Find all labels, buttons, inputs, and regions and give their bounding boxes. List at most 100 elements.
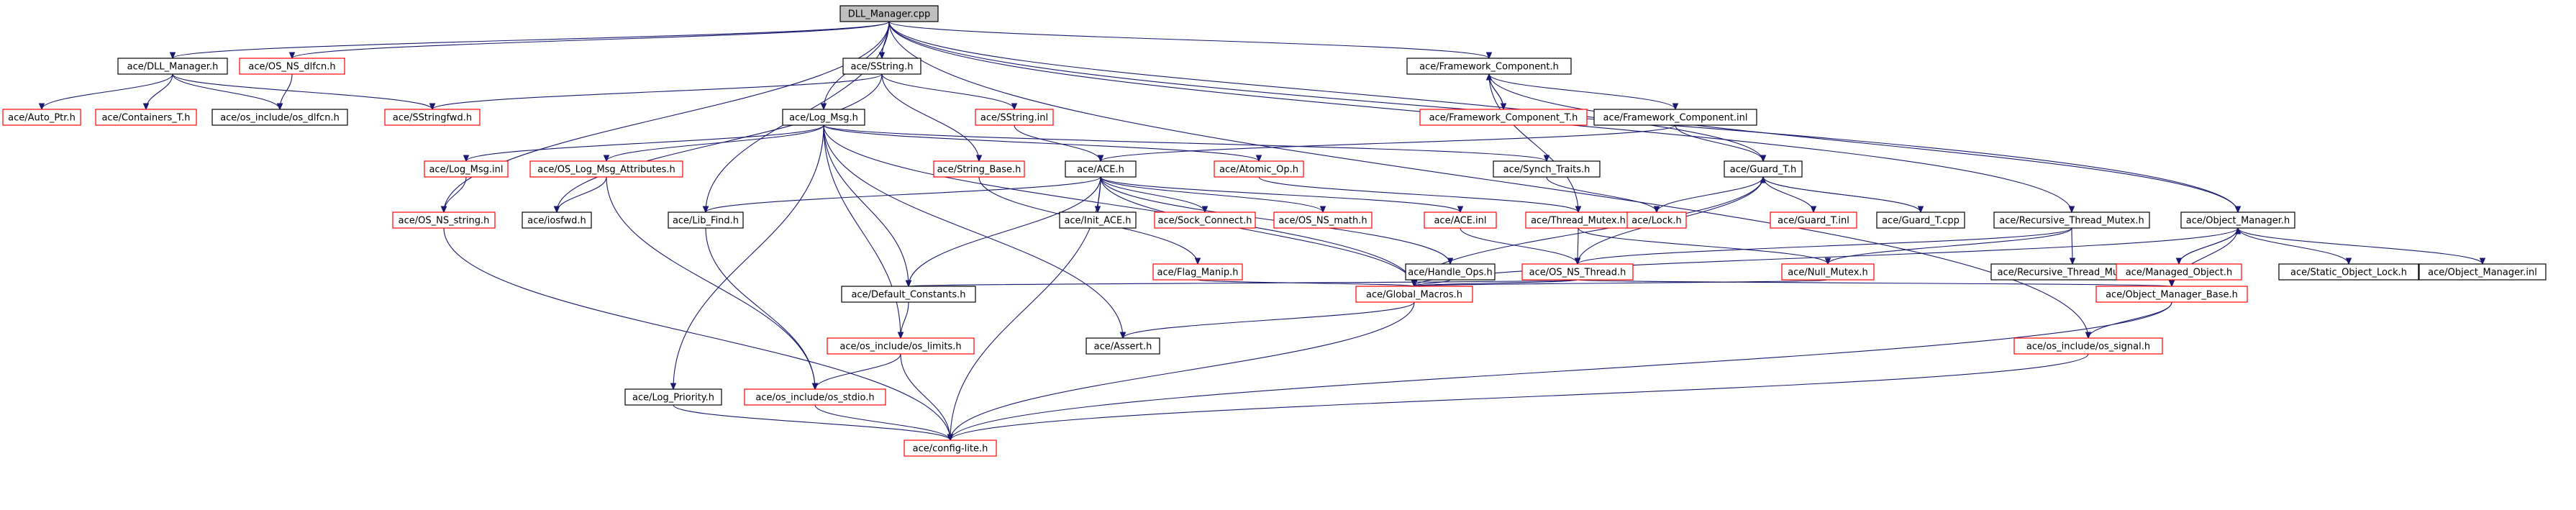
node-object-manager-inl[interactable]: ace/Object_Manager.inl — [2418, 263, 2547, 281]
node-label: ace/os_include/os_stdio.h — [755, 393, 874, 404]
node-os-include-os-signal-h[interactable]: ace/os_include/os_signal.h — [2013, 337, 2163, 355]
node-assert-h[interactable]: ace/Assert.h — [1086, 337, 1160, 355]
node-auto-ptr-h[interactable]: ace/Auto_Ptr.h — [2, 109, 81, 126]
edge-thread_mutex_h-to-null_mutex_h — [1578, 227, 1831, 265]
node-guard-t-cpp[interactable]: ace/Guard_T.cpp — [1876, 211, 1965, 229]
edge-dll_manager_cpp-to-framework_component_h — [888, 21, 1493, 60]
edge-sstring_h-to-string_base_h — [881, 73, 983, 163]
node-log-msg-h[interactable]: ace/Log_Msg.h — [782, 109, 865, 126]
edge-os_ns_dlfcn_h-to-os_include_os_dlfcn_h — [276, 73, 293, 111]
node-os-include-os-limits-h[interactable]: ace/os_include/os_limits.h — [827, 337, 975, 355]
node-framework-component-inl[interactable]: ace/Framework_Component.inl — [1593, 109, 1757, 126]
edge-guard_t_cpp-to-guard_t_h — [1760, 176, 1921, 213]
node-config-lite-h[interactable]: ace/config-lite.h — [904, 440, 997, 457]
node-box — [384, 109, 481, 126]
node-os-include-os-dlfcn-h[interactable]: ace/os_include/os_dlfcn.h — [211, 109, 348, 126]
edge-dll_manager_cpp-to-guard_t_h — [888, 21, 1767, 163]
node-os-ns-thread-h[interactable]: ace/OS_NS_Thread.h — [1521, 263, 1634, 281]
node-flag-manip-h[interactable]: ace/Flag_Manip.h — [1152, 263, 1243, 281]
node-label: ace/SString.h — [851, 62, 914, 73]
node-sstring-inl[interactable]: ace/SString.inl — [975, 109, 1054, 126]
node-label: ace/Log_Priority.h — [632, 393, 714, 404]
node-object-manager-base-h[interactable]: ace/Object_Manager_Base.h — [2095, 286, 2248, 303]
node-box — [624, 388, 722, 406]
node-sstringfwd-h[interactable]: ace/SStringfwd.h — [384, 109, 481, 126]
node-guard-t-inl[interactable]: ace/Guard_T.inl — [1770, 211, 1857, 229]
node-thread-mutex-h[interactable]: ace/Thread_Mutex.h — [1525, 211, 1631, 229]
edge-os_include_os_signal_h-to-config_lite_h — [947, 353, 2089, 442]
node-label: ace/Guard_T.inl — [1778, 216, 1849, 227]
edge-object_manager_base_h-to-config_lite_h — [947, 301, 2172, 442]
node-os-ns-dlfcn-h[interactable]: ace/OS_NS_dlfcn.h — [239, 58, 345, 75]
node-label: ace/Default_Constants.h — [851, 290, 965, 301]
node-label: ace/Guard_T.cpp — [1882, 216, 1960, 227]
node-managed-object-h[interactable]: ace/Managed_Object.h — [2116, 263, 2242, 281]
node-static-object-lock-h[interactable]: ace/Static_Object_Lock.h — [2278, 263, 2419, 281]
node-recursive-thread-mutex-h[interactable]: ace/Recursive_Thread_Mutex.h — [1993, 211, 2150, 229]
node-ace-inl[interactable]: ace/ACE.inl — [1424, 211, 1497, 229]
node-lock-h[interactable]: ace/Lock.h — [1626, 211, 1687, 229]
node-label: ace/OS_NS_dlfcn.h — [248, 62, 335, 73]
edge-sstring_inl-to-ace_h — [1014, 124, 1104, 163]
node-ace-h[interactable]: ace/ACE.h — [1065, 160, 1137, 178]
node-label: ace/Managed_Object.h — [2126, 268, 2233, 278]
node-iosfwd-h[interactable]: ace/iosfwd.h — [522, 211, 592, 229]
node-label: ace/OS_NS_string.h — [399, 216, 490, 227]
node-box — [1770, 211, 1857, 229]
edge-framework_component_inl-to-guard_t_h — [1675, 124, 1767, 163]
node-guard-t-h[interactable]: ace/Guard_T.h — [1724, 160, 1803, 178]
node-box — [1724, 160, 1803, 178]
node-label: ace/Log_Msg.h — [789, 113, 858, 124]
node-sstring-h[interactable]: ace/SString.h — [842, 58, 921, 75]
node-dll-manager-cpp: DLL_Manager.cpp — [839, 5, 939, 22]
node-synch-traits-h[interactable]: ace/Synch_Traits.h — [1493, 160, 1601, 178]
node-label: ace/String_Base.h — [937, 165, 1021, 176]
node-framework-component-h[interactable]: ace/Framework_Component.h — [1406, 58, 1572, 75]
node-atomic-op-h[interactable]: ace/Atomic_Op.h — [1214, 160, 1304, 178]
edge-guard_t_h-to-lock_h — [1653, 176, 1764, 214]
node-label: ace/Guard_T.h — [1730, 165, 1796, 176]
node-dll-manager-h[interactable]: ace/DLL_Manager.h — [117, 58, 228, 75]
edge-global_macros_h-to-assert_h — [1119, 301, 1415, 340]
node-default-constants-h[interactable]: ace/Default_Constants.h — [841, 286, 976, 303]
node-containers-t-h[interactable]: ace/Containers_T.h — [95, 109, 197, 126]
edge-framework_component_h-to-framework_component_inl — [1488, 73, 1679, 111]
edge-object_manager_h-to-object_manager_inl — [2237, 227, 2486, 265]
node-box — [1059, 211, 1137, 229]
node-label: ace/Flag_Manip.h — [1157, 268, 1239, 278]
node-box — [95, 109, 197, 126]
node-os-include-os-stdio-h[interactable]: ace/os_include/os_stdio.h — [744, 388, 886, 406]
node-label: ace/os_include/os_dlfcn.h — [220, 113, 340, 124]
edge-log_msg_h-to-default_constants_h — [823, 124, 912, 288]
edge-os_include_os_limits_h-to-os_include_os_stdio_h — [811, 353, 901, 391]
node-object-manager-h[interactable]: ace/Object_Manager.h — [2180, 211, 2295, 229]
edge-log_msg_h-to-global_macros_h — [823, 124, 1418, 288]
node-log-priority-h[interactable]: ace/Log_Priority.h — [624, 388, 722, 406]
node-handle-ops-h[interactable]: ace/Handle_Ops.h — [1405, 263, 1496, 281]
node-sock-connect-h[interactable]: ace/Sock_Connect.h — [1154, 211, 1256, 229]
node-box — [1273, 211, 1373, 229]
node-lib-find-h[interactable]: ace/Lib_Find.h — [668, 211, 744, 229]
edge-sstring_h-to-sstringfwd_h — [429, 73, 883, 111]
node-box — [239, 58, 345, 75]
node-os-log-msg-attributes-h[interactable]: ace/OS_Log_Msg_Attributes.h — [529, 160, 683, 178]
node-label: ace/Thread_Mutex.h — [1531, 216, 1626, 227]
edge-atomic_op_h-to-thread_mutex_h — [1258, 176, 1582, 214]
node-box — [933, 160, 1025, 178]
node-framework-component-t-h[interactable]: ace/Framework_Component_T.h — [1419, 109, 1588, 126]
node-init-ace-h[interactable]: ace/Init_ACE.h — [1059, 211, 1137, 229]
node-log-msg-inl[interactable]: ace/Log_Msg.inl — [424, 160, 509, 178]
edge-log_msg_h-to-synch_traits_h — [823, 124, 1550, 163]
node-label: ace/Framework_Component.h — [1419, 62, 1559, 73]
node-null-mutex-h[interactable]: ace/Null_Mutex.h — [1781, 263, 1875, 281]
node-global-macros-h[interactable]: ace/Global_Macros.h — [1355, 286, 1473, 303]
node-os-ns-math-h[interactable]: ace/OS_NS_math.h — [1273, 211, 1373, 229]
node-string-base-h[interactable]: ace/String_Base.h — [933, 160, 1025, 178]
node-recursive-thread-mutex-inl[interactable]: ace/Recursive_Thread_Mutex.inl — [1990, 263, 2154, 281]
node-box — [827, 337, 975, 355]
edge-guard_t_h-to-guard_t_inl — [1762, 176, 1817, 214]
node-box — [668, 211, 744, 229]
node-box — [1065, 160, 1137, 178]
node-os-ns-string-h[interactable]: ace/OS_NS_string.h — [392, 211, 496, 229]
edge-dll_manager_cpp-to-dll_manager_h — [169, 21, 890, 60]
